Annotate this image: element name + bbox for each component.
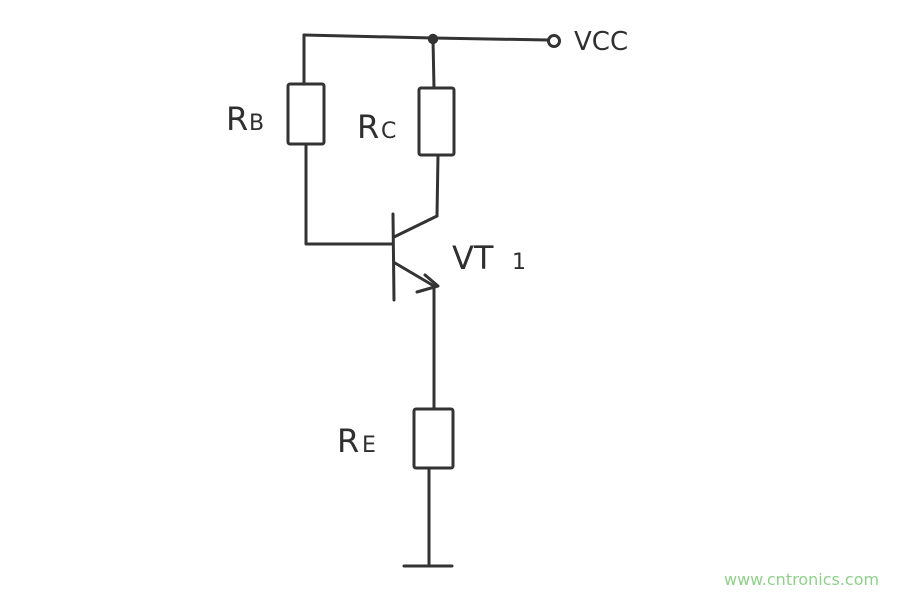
watermark: www.cntronics.com xyxy=(724,570,880,589)
rc-label-main: R xyxy=(357,108,379,146)
vt-label-main: VT xyxy=(452,239,494,277)
transistor-emitter xyxy=(393,261,436,288)
re-label-main: R xyxy=(337,422,359,460)
rb-bottom-wire xyxy=(304,142,394,246)
transistor-base-bar xyxy=(391,212,396,302)
re-label-sub: E xyxy=(362,433,376,458)
transistor-collector xyxy=(392,214,439,239)
supply-rail-wire xyxy=(302,33,550,42)
rc-label-sub: C xyxy=(381,119,396,144)
vcc-terminal xyxy=(547,34,561,48)
transistor-arrow xyxy=(415,273,440,294)
resistor-re xyxy=(412,407,455,470)
resistor-rb xyxy=(286,82,326,146)
rc-top-wire xyxy=(431,37,436,90)
vt-label-sub: 1 xyxy=(512,250,526,275)
vcc-label: VCC xyxy=(574,27,628,57)
rb-label-sub: B xyxy=(249,111,264,136)
rc-bottom-wire xyxy=(435,153,440,218)
resistor-rc xyxy=(417,86,456,157)
rb-label-main: R xyxy=(226,100,248,138)
